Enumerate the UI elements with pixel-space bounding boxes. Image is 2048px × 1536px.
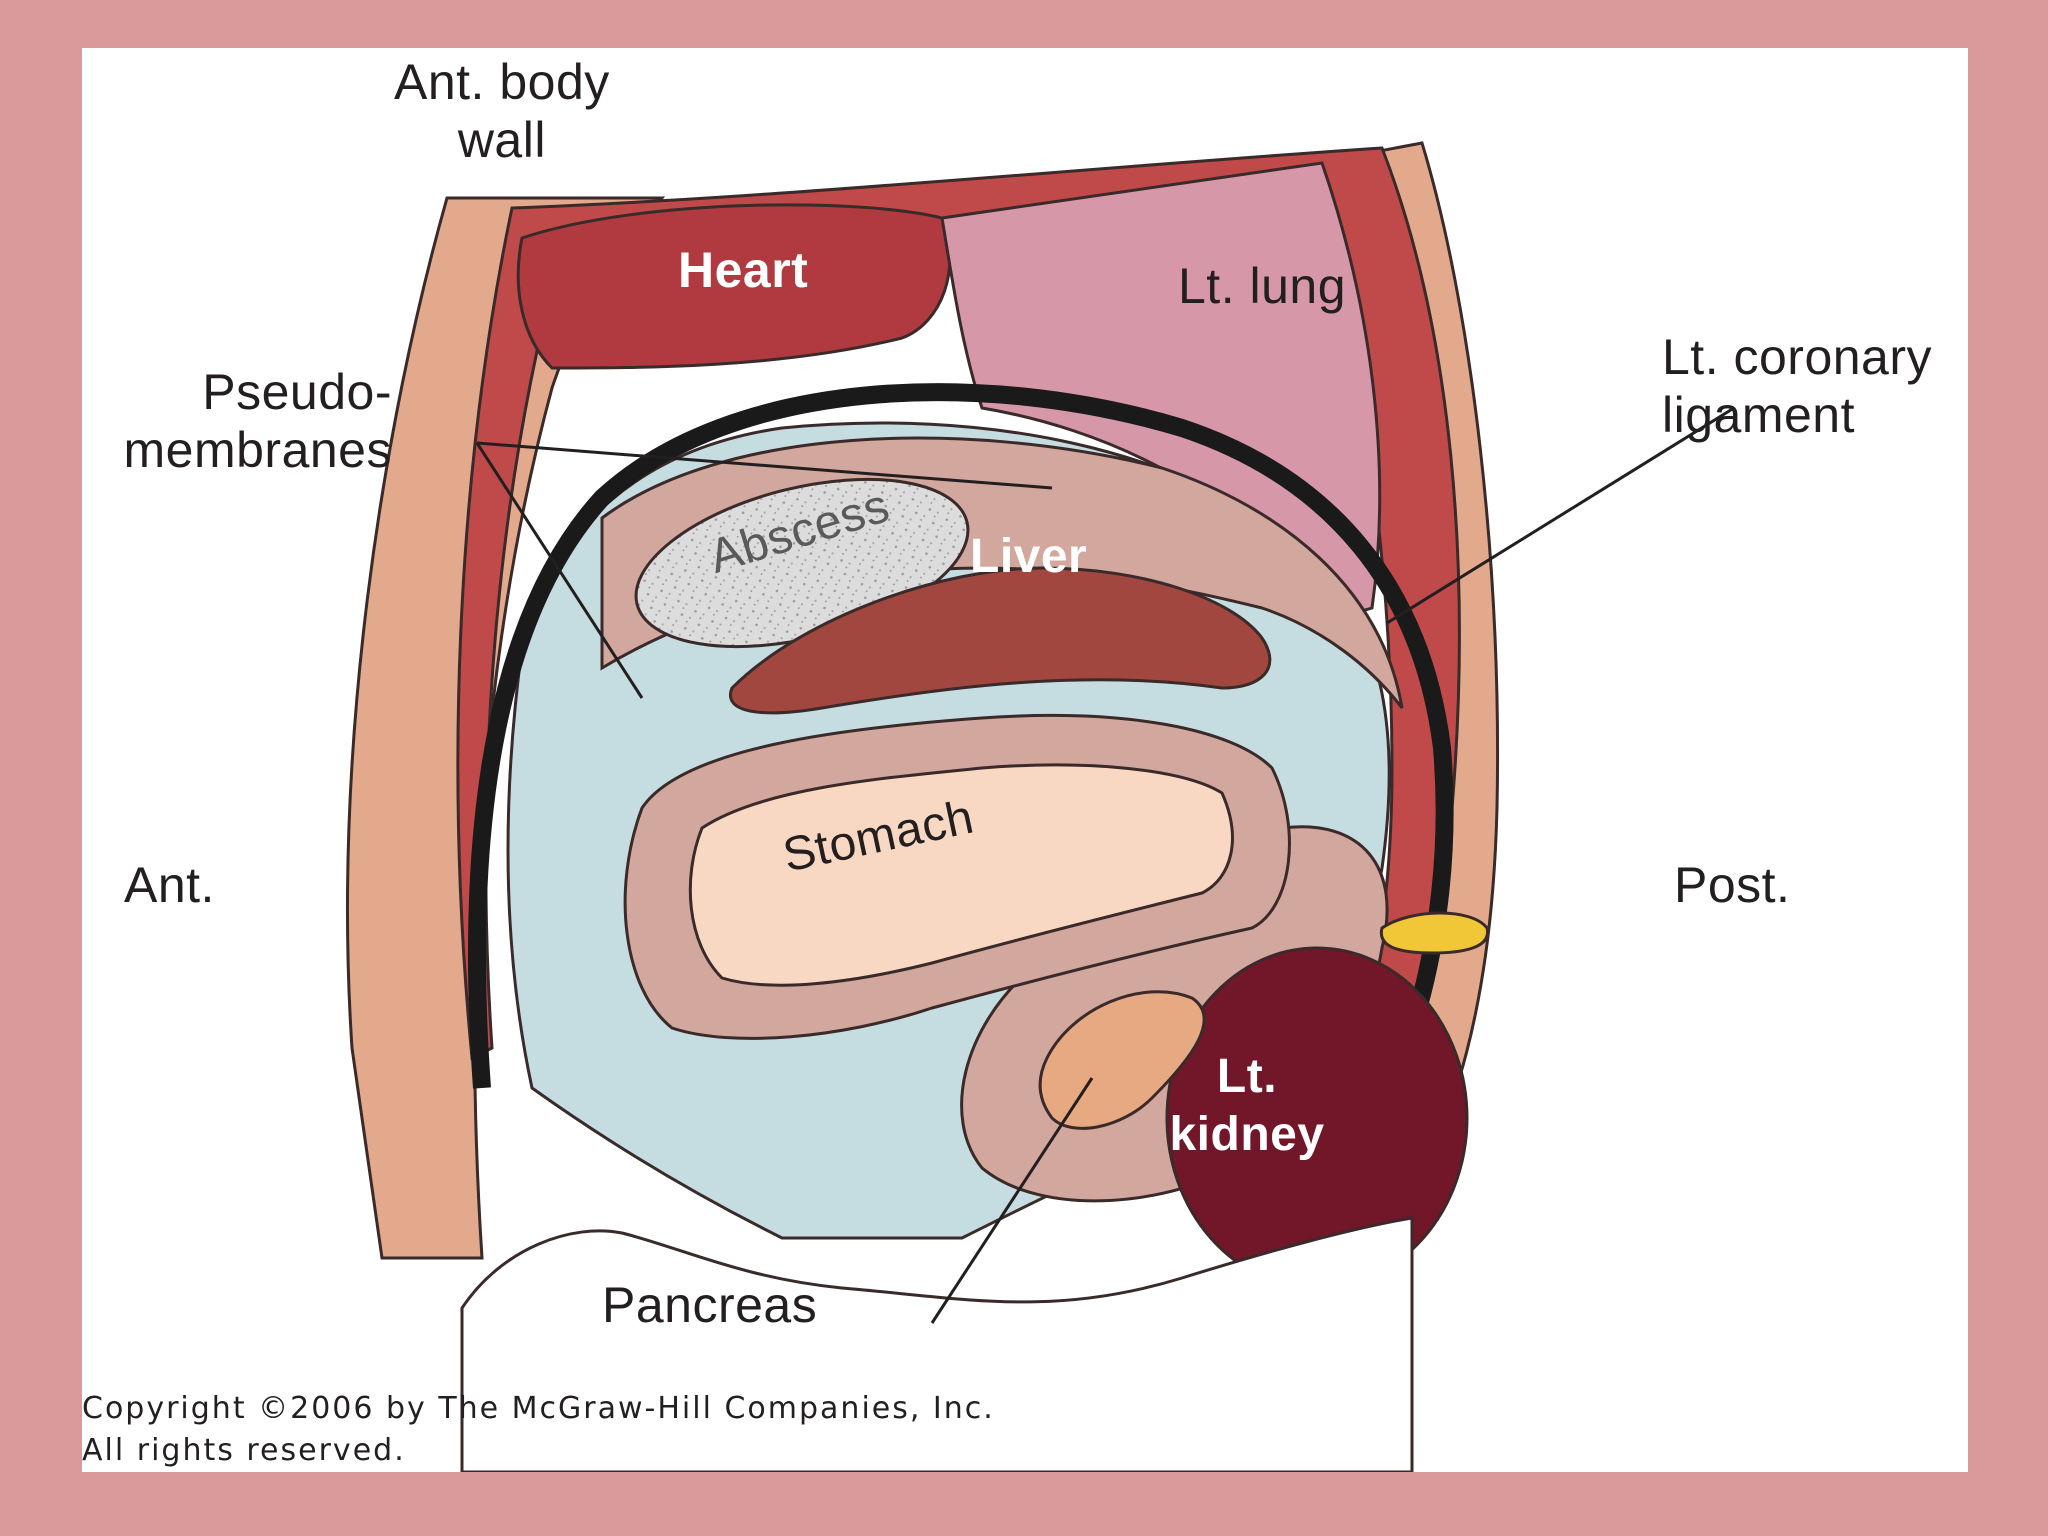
stomach-inner <box>688 763 1234 987</box>
label-lt-coronary-ligament: Lt. coronary ligament <box>1662 329 1933 443</box>
leader-line-pseudomembranes-lower <box>475 442 644 699</box>
leader-line-pancreas <box>930 1077 1094 1324</box>
cutaway-edge <box>460 1216 1414 1472</box>
label-post: Post. <box>1674 857 1791 913</box>
copyright-notice: Copyright ©2006 by The McGraw-Hill Compa… <box>82 1391 995 1468</box>
liver-shape <box>729 566 1272 715</box>
anatomy-diagram <box>346 141 1735 1472</box>
heart-shape <box>516 203 952 370</box>
leader-line-pseudomembranes-upper <box>476 441 1053 490</box>
leader-line-coronary <box>1386 406 1735 625</box>
label-heart: Heart <box>678 242 809 298</box>
label-ant: Ant. <box>124 857 215 913</box>
fat-shape <box>1379 911 1489 955</box>
label-pancreas: Pancreas <box>602 1277 818 1333</box>
label-pseudomembranes: Pseudo- membranes <box>123 364 392 478</box>
label-liver: Liver <box>970 530 1088 583</box>
label-lt-lung: Lt. lung <box>1178 258 1347 314</box>
label-lt-kidney: Lt. kidney <box>1169 1050 1325 1161</box>
diagram-panel: Ant. body wall Heart Lt. lung Pseudo- me… <box>82 48 1968 1472</box>
label-ant-body-wall: Ant. body wall <box>394 54 610 168</box>
diaphragm <box>468 383 1454 1089</box>
